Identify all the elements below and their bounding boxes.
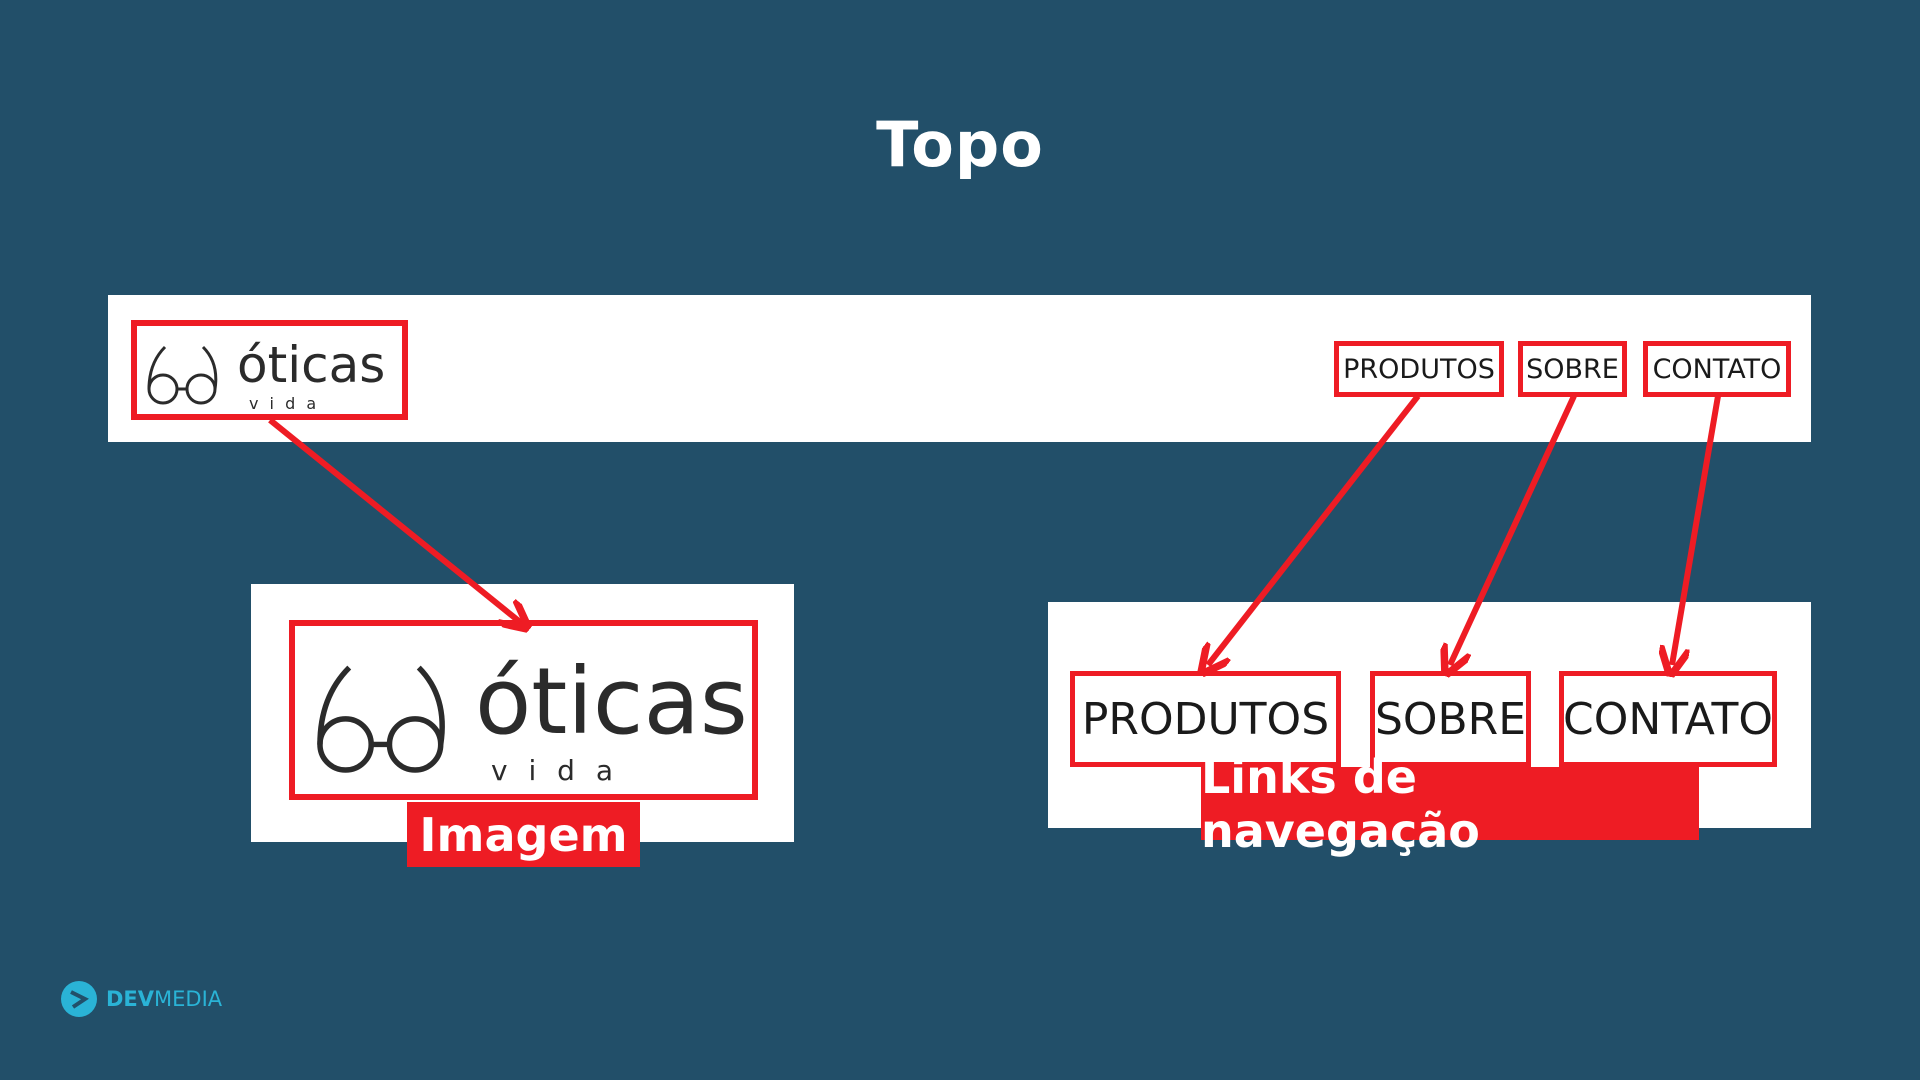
arrow-contato xyxy=(1672,395,1721,665)
devmedia-brand: DEV MEDIA xyxy=(60,980,222,1018)
brand-name-part1: DEV xyxy=(106,987,155,1011)
nav-link-sobre-small[interactable]: SOBRE xyxy=(1518,341,1627,397)
image-label: Imagem xyxy=(407,802,640,867)
nav-link-label: PRODUTOS xyxy=(1081,693,1330,745)
glasses-icon xyxy=(147,345,218,405)
logo-highlight-small: óticas v i d a xyxy=(131,320,408,420)
slide-title: Topo xyxy=(876,108,1044,181)
brand-name-part2: MEDIA xyxy=(154,987,223,1011)
logo-wordmark-large: óticas xyxy=(475,648,748,755)
logo-tagline-small: v i d a xyxy=(249,394,320,413)
nav-detail-panel: PRODUTOS SOBRE CONTATO Links de navegaçã… xyxy=(1048,602,1811,858)
nav-link-contato-large[interactable]: CONTATO xyxy=(1559,671,1777,767)
logo-highlight-large: óticas v i d a xyxy=(289,620,758,800)
nav-link-sobre-large[interactable]: SOBRE xyxy=(1370,671,1531,767)
nav-link-contato-small[interactable]: CONTATO xyxy=(1643,341,1791,397)
image-detail-panel: óticas v i d a Imagem xyxy=(251,584,794,867)
glasses-icon xyxy=(317,665,445,773)
site-header-preview: óticas v i d a PRODUTOS SOBRE CONTATO xyxy=(108,295,1811,442)
nav-link-label: CONTATO xyxy=(1563,693,1773,745)
nav-link-label: PRODUTOS xyxy=(1343,353,1495,385)
devmedia-logo-icon xyxy=(61,981,97,1017)
nav-link-label: CONTATO xyxy=(1652,353,1782,385)
nav-link-produtos-large[interactable]: PRODUTOS xyxy=(1070,671,1341,767)
arrow-sobre xyxy=(1450,394,1577,665)
nav-link-produtos-small[interactable]: PRODUTOS xyxy=(1334,341,1504,397)
nav-link-label: SOBRE xyxy=(1526,353,1619,385)
arrow-logo-to-image xyxy=(268,417,520,622)
nav-link-label: SOBRE xyxy=(1374,693,1527,745)
logo-tagline-large: v i d a xyxy=(491,754,619,787)
arrow-produtos xyxy=(1208,394,1421,665)
logo-wordmark-small: óticas xyxy=(237,336,386,394)
